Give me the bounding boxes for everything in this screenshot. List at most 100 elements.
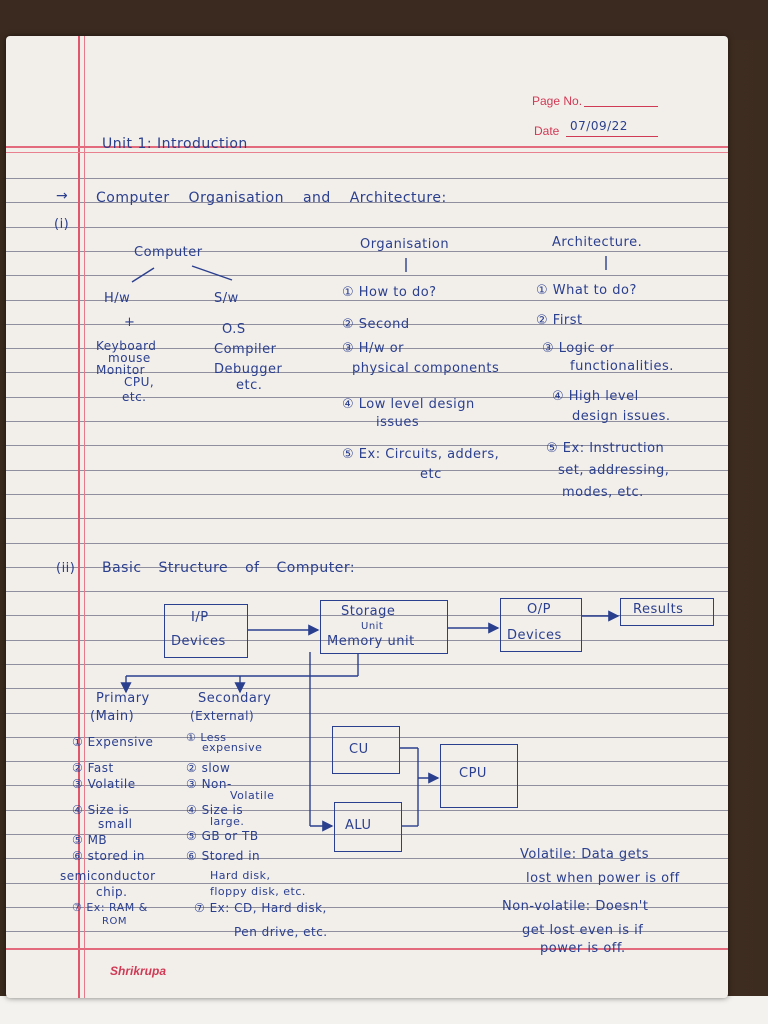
ruled-line [6, 761, 728, 762]
section2-number: (ii) [56, 561, 76, 576]
ruled-line [6, 931, 728, 932]
org-item: physical components [352, 361, 500, 376]
secondary-item: ⑦ Ex: CD, Hard disk, [194, 901, 327, 915]
ruled-line [6, 883, 728, 884]
sw-item: Debugger [214, 362, 283, 377]
storage-line3: Memory unit [327, 634, 415, 649]
computer-label: Computer [134, 245, 203, 260]
footer-rule [6, 948, 728, 950]
architecture-title: Architecture. [552, 235, 643, 250]
section1-number: (i) [54, 217, 70, 232]
arch-item: ④ High level [552, 389, 639, 404]
primary-sub: (Main) [90, 709, 135, 724]
notebook-page: Page No. Date 07/09/22 Unit 1: Introduct… [6, 36, 728, 998]
unit-title: Unit 1: Introduction [102, 136, 248, 152]
output-devices-box: O/P Devices [500, 598, 582, 652]
primary-label: Primary [96, 691, 150, 706]
hw-label: H/w [104, 291, 131, 306]
storage-unit-box: Storage Unit Memory unit [320, 600, 448, 654]
date-line [566, 136, 658, 137]
ruled-line [6, 858, 728, 859]
organisation-title: Organisation [360, 237, 450, 252]
hw-item: CPU, [124, 375, 155, 389]
primary-item: ROM [102, 916, 127, 927]
input-box-line2: Devices [171, 634, 226, 649]
org-item: ④ Low level design [342, 397, 475, 412]
org-item: ⑤ Ex: Circuits, adders, [342, 447, 500, 462]
primary-item: ② Fast [72, 761, 114, 775]
date-label: Date [534, 124, 560, 138]
secondary-item: Volatile [230, 789, 275, 802]
cpu-label: CPU [459, 766, 487, 781]
heading-arrow: → [56, 188, 69, 204]
primary-item: ③ Volatile [72, 777, 136, 791]
primary-item: ① Expensive [72, 735, 154, 749]
note-line: get lost even is if [522, 923, 644, 938]
ruled-line [6, 397, 728, 398]
storage-line1: Storage [341, 604, 396, 619]
date-value: 07/09/22 [570, 119, 628, 133]
arch-item: modes, etc. [562, 485, 644, 500]
ruled-line [6, 518, 728, 519]
arch-item: set, addressing, [558, 463, 670, 478]
header-rule-inner [6, 152, 728, 153]
secondary-item: ① Less [186, 731, 227, 744]
results-box: Results [620, 598, 714, 626]
ruled-line [6, 810, 728, 811]
secondary-item: large. [210, 815, 245, 828]
org-item: issues [376, 415, 420, 430]
ruled-line [6, 567, 728, 568]
secondary-item: ② slow [186, 761, 231, 775]
ruled-line [6, 202, 728, 203]
org-item: ② Second [342, 317, 410, 332]
arch-item: ③ Logic or [542, 341, 615, 356]
ruled-line [6, 372, 728, 373]
page-no-label: Page No. [532, 94, 583, 108]
cu-label: CU [349, 742, 369, 757]
sw-item: Compiler [214, 342, 277, 357]
ruled-line [6, 300, 728, 301]
cpu-box: CPU [440, 744, 518, 808]
ruled-line [6, 907, 728, 908]
secondary-item: ⑤ GB or TB [186, 829, 259, 843]
arch-item: functionalities. [570, 359, 674, 374]
primary-item: small [98, 817, 133, 831]
sw-item: O.S [222, 322, 246, 337]
hw-item: Keyboard [96, 339, 157, 353]
ruled-line [6, 591, 728, 592]
bottom-edge [0, 996, 768, 1024]
secondary-item: ④ Size is [186, 803, 244, 817]
ruled-line [6, 348, 728, 349]
storage-line2: Unit [361, 621, 384, 632]
output-box-line1: O/P [527, 602, 551, 617]
margin-line-inner [84, 36, 85, 998]
hw-examples: Keyboard mouse Monitor CPU, etc. [96, 340, 156, 403]
secondary-item: ③ Non- [186, 777, 232, 791]
plus-sign: + [124, 315, 136, 330]
table-surface-top [0, 0, 768, 40]
arch-item: ② First [536, 313, 583, 328]
input-box-line1: I/P [191, 610, 209, 625]
footer-brand: Shrikrupa [110, 964, 167, 978]
margin-line [78, 36, 80, 998]
ruled-line [6, 615, 728, 616]
ruled-line [6, 664, 728, 665]
page-no-line [584, 106, 658, 107]
output-box-line2: Devices [507, 628, 562, 643]
secondary-sub: (External) [190, 709, 255, 723]
header-rule [6, 146, 728, 148]
sw-examples: O.S Compiler Debugger etc. [214, 320, 282, 396]
arch-item: ① What to do? [536, 283, 637, 298]
ruled-line [6, 713, 728, 714]
sw-item: etc. [236, 378, 263, 393]
ruled-line [6, 834, 728, 835]
primary-item: ⑤ MB [72, 833, 108, 847]
diagram-connectors [120, 256, 620, 832]
secondary-item: Hard disk, [210, 869, 271, 882]
ruled-line [6, 324, 728, 325]
hw-item: mouse [108, 351, 151, 365]
secondary-item: Pen drive, etc. [234, 925, 328, 939]
ruled-line [6, 251, 728, 252]
section1-heading: Computer Organisation and Architecture: [96, 190, 447, 206]
note-line: Volatile: Data gets [520, 847, 650, 862]
